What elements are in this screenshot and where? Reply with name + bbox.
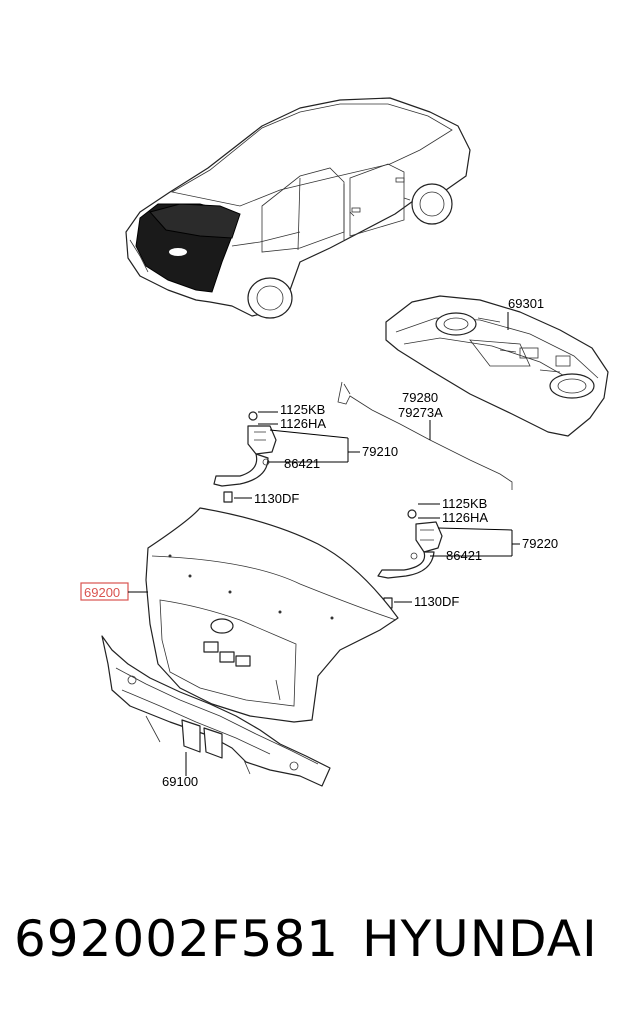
part-number: 692002F581: [14, 910, 340, 968]
label-bolt-a-right: 1125KB: [442, 496, 487, 511]
footer: 692002F581 HYUNDAI: [0, 905, 620, 975]
brand-name: HYUNDAI: [362, 910, 598, 968]
label-nut-left: 1130DF: [254, 491, 299, 506]
left-hinge-part: [213, 411, 277, 503]
label-cable-b: 79273A: [398, 405, 443, 420]
label-bracket-right: 86421: [446, 548, 482, 563]
release-cable-part: [337, 381, 513, 490]
label-package-tray: 69301: [508, 296, 544, 311]
trunk-lid-part: [145, 507, 399, 723]
label-bolt-a-left: 1125KB: [280, 402, 325, 417]
label-trunk-lid: 69200: [84, 585, 120, 600]
package-tray-part: [385, 295, 609, 437]
label-bolt-b-left: 1126HA: [280, 416, 326, 431]
right-hinge-part: [377, 509, 443, 609]
label-bracket-left: 86421: [284, 456, 320, 471]
back-panel-part: [101, 635, 331, 787]
label-back-panel: 69100: [162, 774, 198, 789]
label-bolt-b-right: 1126HA: [442, 510, 488, 525]
label-hinge-right: 79220: [522, 536, 558, 551]
car-illustration: [125, 97, 471, 319]
label-nut-right: 1130DF: [414, 594, 459, 609]
label-hinge-left: 79210: [362, 444, 398, 459]
label-cable-a: 79280: [402, 390, 438, 405]
